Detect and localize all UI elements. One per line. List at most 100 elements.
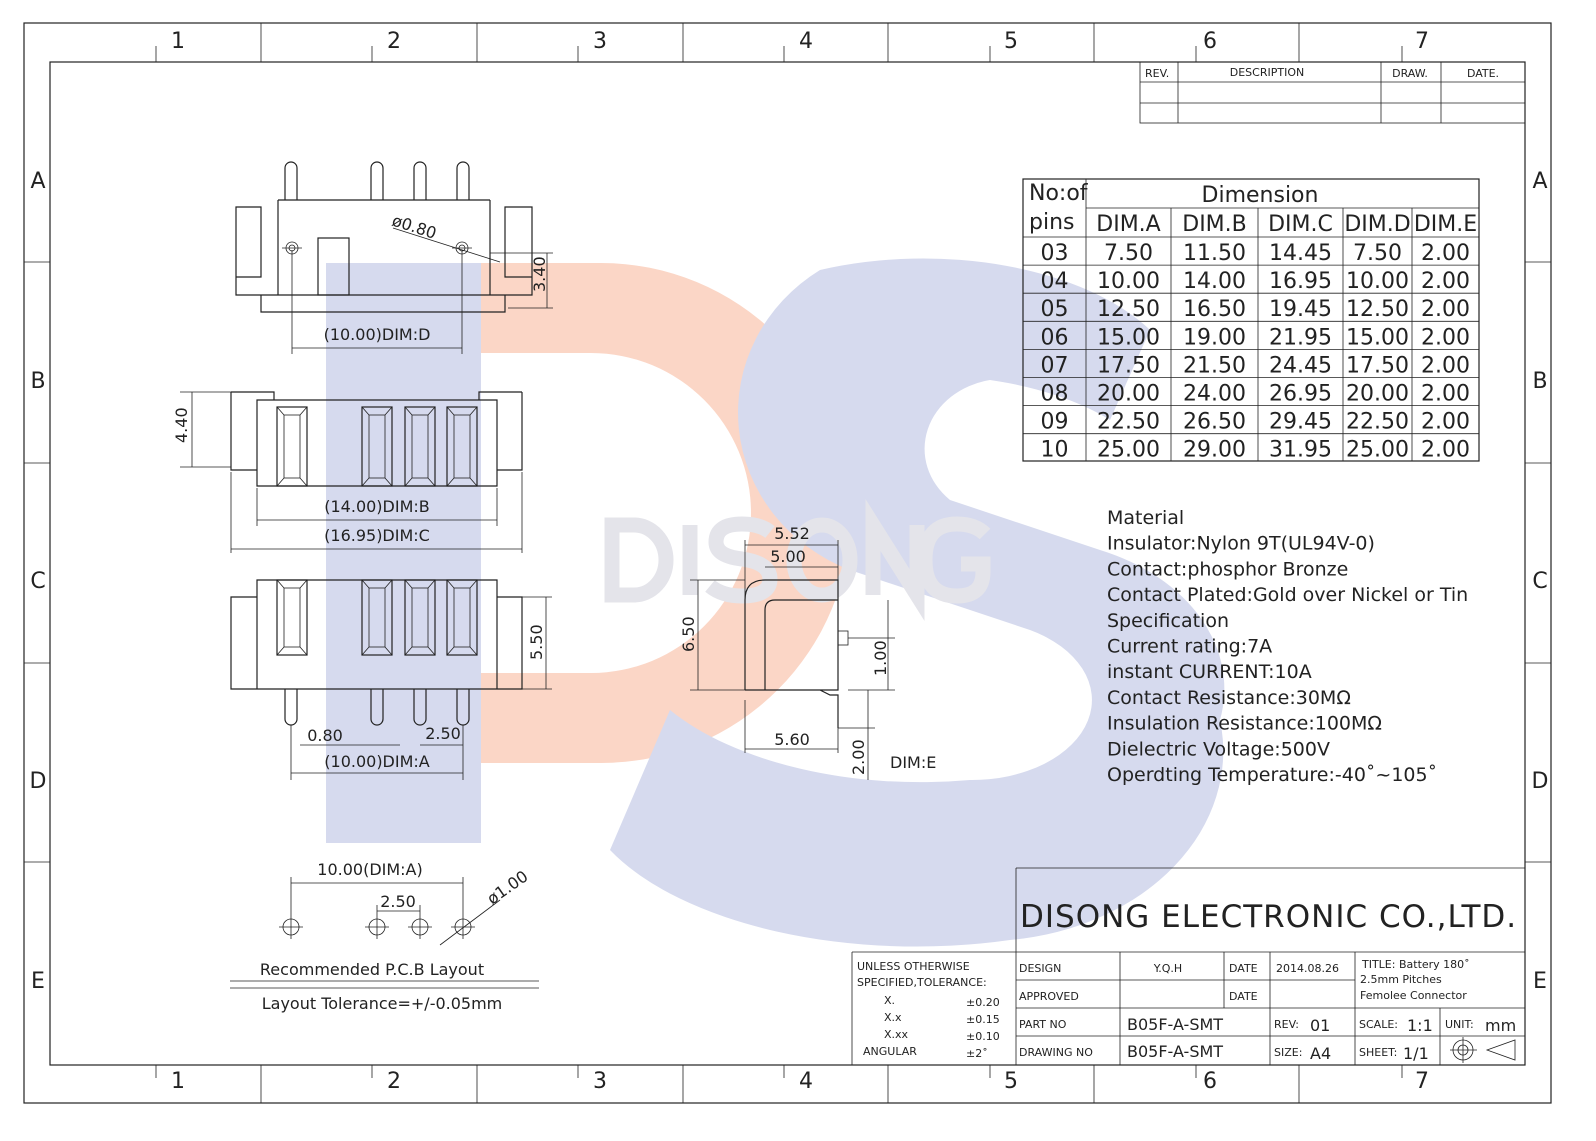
dim-value-cell: 7.50 bbox=[1353, 241, 1402, 266]
contact-window bbox=[276, 406, 308, 487]
title-line-3: Femolee Connector bbox=[1360, 989, 1467, 1002]
bottom-view: 5.50 0.80 2.50 (10.00)DIM:A bbox=[230, 579, 552, 780]
spec-line: Insulation Resistance:100MΩ bbox=[1107, 713, 1382, 735]
front-view: 4.40 (14.00)DIM:B (16.95)DIM:C bbox=[172, 391, 523, 553]
contact-window bbox=[404, 579, 436, 656]
zone-row-label: E bbox=[31, 969, 45, 994]
dim-value-cell: 2.00 bbox=[1421, 241, 1470, 266]
tolerance-header-2: SPECIFIED,TOLERANCE: bbox=[857, 976, 987, 989]
zone-row-label: B bbox=[1532, 369, 1547, 394]
dim-e-label: DIM:E bbox=[890, 753, 936, 772]
drawing-no: B05F-A-SMT bbox=[1127, 1042, 1223, 1061]
tolerance-type: X.x bbox=[884, 1011, 902, 1024]
zone-column-label: 5 bbox=[1004, 29, 1018, 54]
tolerance-value: ±0.10 bbox=[966, 1030, 1000, 1043]
dim-value-cell: 20.00 bbox=[1097, 382, 1160, 407]
zone-row-label: C bbox=[1532, 569, 1547, 594]
unit-label: UNIT: bbox=[1445, 1018, 1474, 1031]
contact-window bbox=[361, 406, 393, 487]
pin-width-label: 0.80 bbox=[307, 726, 343, 745]
dim-value-cell: 14.45 bbox=[1269, 241, 1332, 266]
scale-value: 1:1 bbox=[1407, 1016, 1433, 1035]
dim-value-cell: 21.50 bbox=[1183, 353, 1246, 378]
spec-line: Contact Plated:Gold over Nickel or Tin bbox=[1107, 584, 1468, 606]
title-line-2: 2.5mm Pitches bbox=[1360, 973, 1442, 986]
company-name: DISONG ELECTRONIC CO.,LTD. bbox=[1020, 899, 1517, 935]
watermark-logo bbox=[326, 258, 1225, 947]
pin bbox=[284, 689, 298, 726]
dim-value-cell: 17.50 bbox=[1097, 353, 1160, 378]
side-view: 5.52 5.00 6.50 1.00 5.60 2.00 DIM:E bbox=[679, 524, 936, 780]
design-date: 2014.08.26 bbox=[1276, 962, 1339, 975]
pin bbox=[413, 161, 427, 200]
dim-value-cell: 29.45 bbox=[1269, 410, 1332, 435]
scale-label: SCALE: bbox=[1359, 1018, 1398, 1031]
dim-value-cell: 26.95 bbox=[1269, 382, 1332, 407]
dim-c-label: (16.95)DIM:C bbox=[324, 526, 430, 545]
watermark-lettering bbox=[604, 498, 991, 622]
side-1-00-label: 1.00 bbox=[871, 640, 890, 676]
title-line-1: TITLE: Battery 180˚ bbox=[1361, 958, 1470, 971]
dim-value-cell: 25.00 bbox=[1097, 438, 1160, 463]
dim-header: DIM.A bbox=[1096, 212, 1160, 237]
dim-value-cell: 7.50 bbox=[1104, 241, 1153, 266]
drawing-no-label: DRAWING NO bbox=[1019, 1046, 1093, 1059]
side-5-00-label: 5.00 bbox=[770, 547, 806, 566]
spec-line: Specification bbox=[1107, 610, 1229, 632]
tolerance-type: X. bbox=[884, 994, 895, 1007]
pin-count-cell: 08 bbox=[1041, 382, 1069, 407]
dim-b-label: (14.00)DIM:B bbox=[324, 497, 430, 516]
pin-count-cell: 07 bbox=[1041, 353, 1069, 378]
pin-count-cell: 05 bbox=[1041, 297, 1069, 322]
draw-header: DRAW. bbox=[1392, 67, 1428, 80]
pcb-dim-a-label: 10.00(DIM:A) bbox=[317, 860, 422, 879]
height-4-40-label: 4.40 bbox=[172, 407, 191, 443]
title-block: DISONG ELECTRONIC CO.,LTD. UNLESS OTHERW… bbox=[851, 867, 1525, 1065]
size-label: SIZE: bbox=[1274, 1046, 1302, 1059]
zone-row-label: C bbox=[30, 569, 45, 594]
layout-tolerance: Layout Tolerance=+/-0.05mm bbox=[262, 994, 503, 1013]
dim-value-cell: 2.00 bbox=[1421, 297, 1470, 322]
pin bbox=[370, 689, 384, 726]
zone-column-label: 3 bbox=[593, 1069, 607, 1094]
approved-label: APPROVED bbox=[1019, 990, 1079, 1003]
dim-a-label: (10.00)DIM:A bbox=[324, 752, 430, 771]
dim-value-cell: 22.50 bbox=[1346, 410, 1409, 435]
dim-value-cell: 16.50 bbox=[1183, 297, 1246, 322]
contact-window bbox=[361, 579, 393, 656]
pin bbox=[370, 161, 384, 200]
zone-row-label: D bbox=[1532, 769, 1549, 794]
designer: Y.Q.H bbox=[1153, 962, 1182, 975]
dim-header: DIM.C bbox=[1268, 212, 1333, 237]
side-2-00-label: 2.00 bbox=[849, 739, 868, 775]
outer-border bbox=[23, 22, 1552, 1104]
pin bbox=[284, 161, 298, 200]
pin bbox=[456, 161, 470, 200]
zone-column-label: 5 bbox=[1004, 1069, 1018, 1094]
part-no: B05F-A-SMT bbox=[1127, 1015, 1223, 1034]
tolerance-type: ANGULAR bbox=[863, 1045, 917, 1058]
dim-value-cell: 11.50 bbox=[1183, 241, 1246, 266]
dim-value-cell: 2.00 bbox=[1421, 269, 1470, 294]
contact-window bbox=[276, 579, 308, 656]
spec-line: Dielectric Voltage:500V bbox=[1107, 738, 1330, 760]
dim-value-cell: 24.45 bbox=[1269, 353, 1332, 378]
tolerance-value: ±0.15 bbox=[966, 1013, 1000, 1026]
pin-count-cell: 06 bbox=[1041, 325, 1069, 350]
pcb-layout-title: Recommended P.C.B Layout bbox=[260, 960, 484, 979]
zone-column-label: 2 bbox=[387, 1069, 401, 1094]
dim-value-cell: 24.00 bbox=[1183, 382, 1246, 407]
pin-count-cell: 10 bbox=[1041, 438, 1069, 463]
dim-value-cell: 19.00 bbox=[1183, 325, 1246, 350]
dim-value-cell: 21.95 bbox=[1269, 325, 1332, 350]
dim-value-cell: 17.50 bbox=[1346, 353, 1409, 378]
spec-line: Insulator:Nylon 9T(UL94V-0) bbox=[1107, 533, 1375, 555]
dim-value-cell: 12.50 bbox=[1097, 297, 1160, 322]
zone-column-label: 1 bbox=[171, 1069, 185, 1094]
side-6-50-label: 6.50 bbox=[679, 616, 698, 652]
dim-value-cell: 10.00 bbox=[1346, 269, 1409, 294]
zone-column-label: 4 bbox=[799, 29, 813, 54]
zone-column-label: 1 bbox=[171, 29, 185, 54]
zone-column-label: 4 bbox=[799, 1069, 813, 1094]
